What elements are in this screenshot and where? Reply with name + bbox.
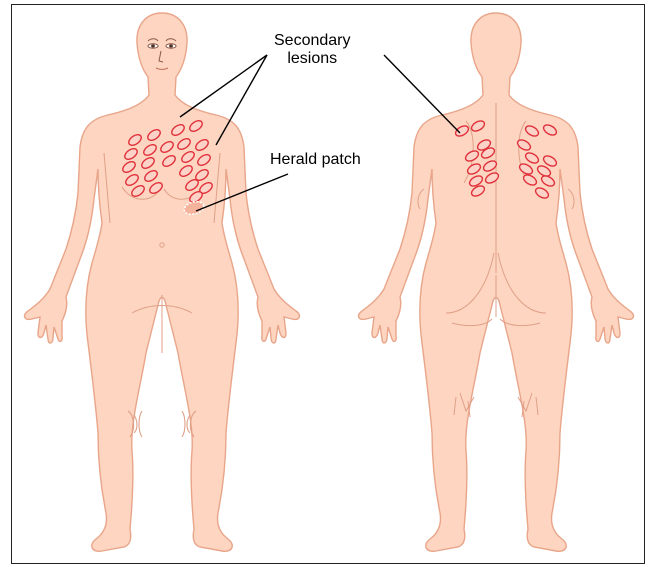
label-secondary-lesions-line2: lesions — [274, 50, 351, 68]
label-herald-patch: Herald patch — [270, 151, 361, 169]
front-body — [25, 13, 300, 551]
label-secondary-lesions: Secondary lesions — [274, 32, 351, 68]
leader-line-secondary-back — [384, 55, 460, 133]
leader-line-secondary-front-2 — [216, 55, 267, 145]
body-diagram — [12, 5, 646, 565]
back-body — [359, 13, 634, 551]
knees — [128, 411, 196, 437]
leader-line-secondary-front-1 — [180, 55, 267, 117]
label-secondary-lesions-line1: Secondary — [274, 32, 351, 50]
diagram-frame: Secondary lesions Herald patch — [11, 4, 645, 564]
